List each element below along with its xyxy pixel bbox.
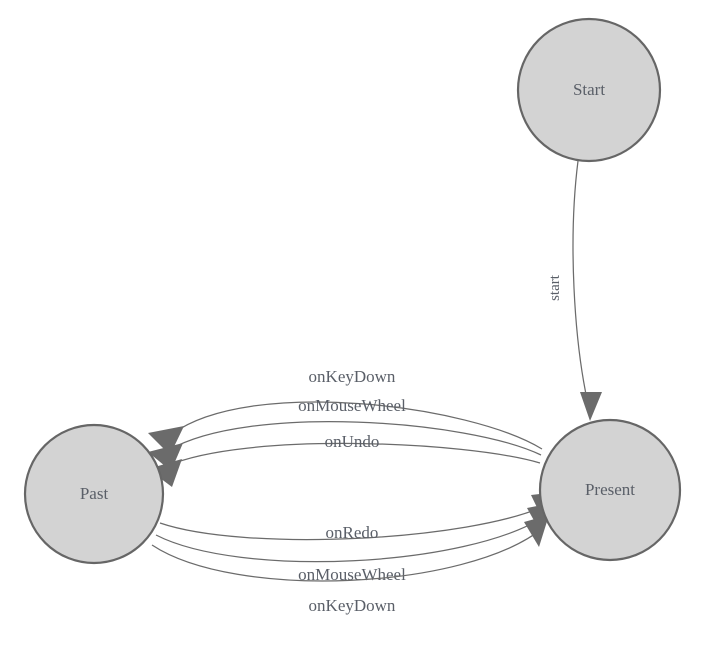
- edge-present-to-past-onkeydown-path: [171, 401, 543, 450]
- edge-present-to-past-onkeydown[interactable]: onKeyDown: [148, 367, 543, 455]
- edge-past-to-present-onredo[interactable]: onRedo: [159, 492, 557, 542]
- edge-start-to-present-arrowhead: [580, 392, 602, 421]
- edge-past-to-present-onkeydown[interactable]: onKeyDown: [151, 515, 549, 615]
- node-present-circle: [538, 418, 682, 562]
- edge-past-to-present-onredo-path: [159, 504, 548, 541]
- node-start-label: Start: [573, 80, 605, 99]
- edge-past-to-present-onkeydown-arrowhead: [524, 515, 549, 547]
- edge-present-to-past-onmousewheel-path: [168, 421, 542, 456]
- edge-past-to-present-onmousewheel-path: [155, 515, 546, 563]
- edge-past-to-present-onkeydown-path: [151, 527, 544, 582]
- node-start-circle: [516, 17, 662, 163]
- edge-label-present-past-onmousewheel: onMouseWheel: [298, 396, 406, 415]
- node-past-circle: [23, 423, 165, 565]
- node-past-label: Past: [80, 484, 109, 503]
- edge-present-to-past-onundo-arrowhead: [148, 459, 182, 487]
- edge-label-present-past-onkeydown: onKeyDown: [309, 367, 396, 386]
- edge-present-to-past-onundo-path: [166, 442, 541, 467]
- node-past[interactable]: Past: [23, 423, 165, 565]
- edge-present-to-past-onmousewheel-arrowhead: [148, 443, 183, 471]
- node-present-label: Present: [585, 480, 635, 499]
- edge-label-past-present-onredo: onRedo: [326, 523, 379, 542]
- edge-start-to-present[interactable]: start: [547, 160, 602, 421]
- edge-label-present-past-onundo: onUndo: [325, 432, 380, 451]
- node-start[interactable]: Start: [516, 17, 662, 163]
- edge-label-past-present-onmousewheel: onMouseWheel: [298, 565, 406, 584]
- edge-start-to-present-path: [572, 160, 589, 405]
- node-present[interactable]: Present: [538, 418, 682, 562]
- edge-past-to-present-onmousewheel[interactable]: onMouseWheel: [155, 503, 552, 584]
- edge-present-to-past-onkeydown-arrowhead: [148, 426, 184, 455]
- edge-label-past-present-onkeydown: onKeyDown: [309, 596, 396, 615]
- edge-present-to-past-onundo[interactable]: onUndo: [148, 432, 541, 487]
- edge-present-to-past-onmousewheel[interactable]: onMouseWheel: [148, 396, 542, 471]
- edge-label-start: start: [547, 274, 563, 301]
